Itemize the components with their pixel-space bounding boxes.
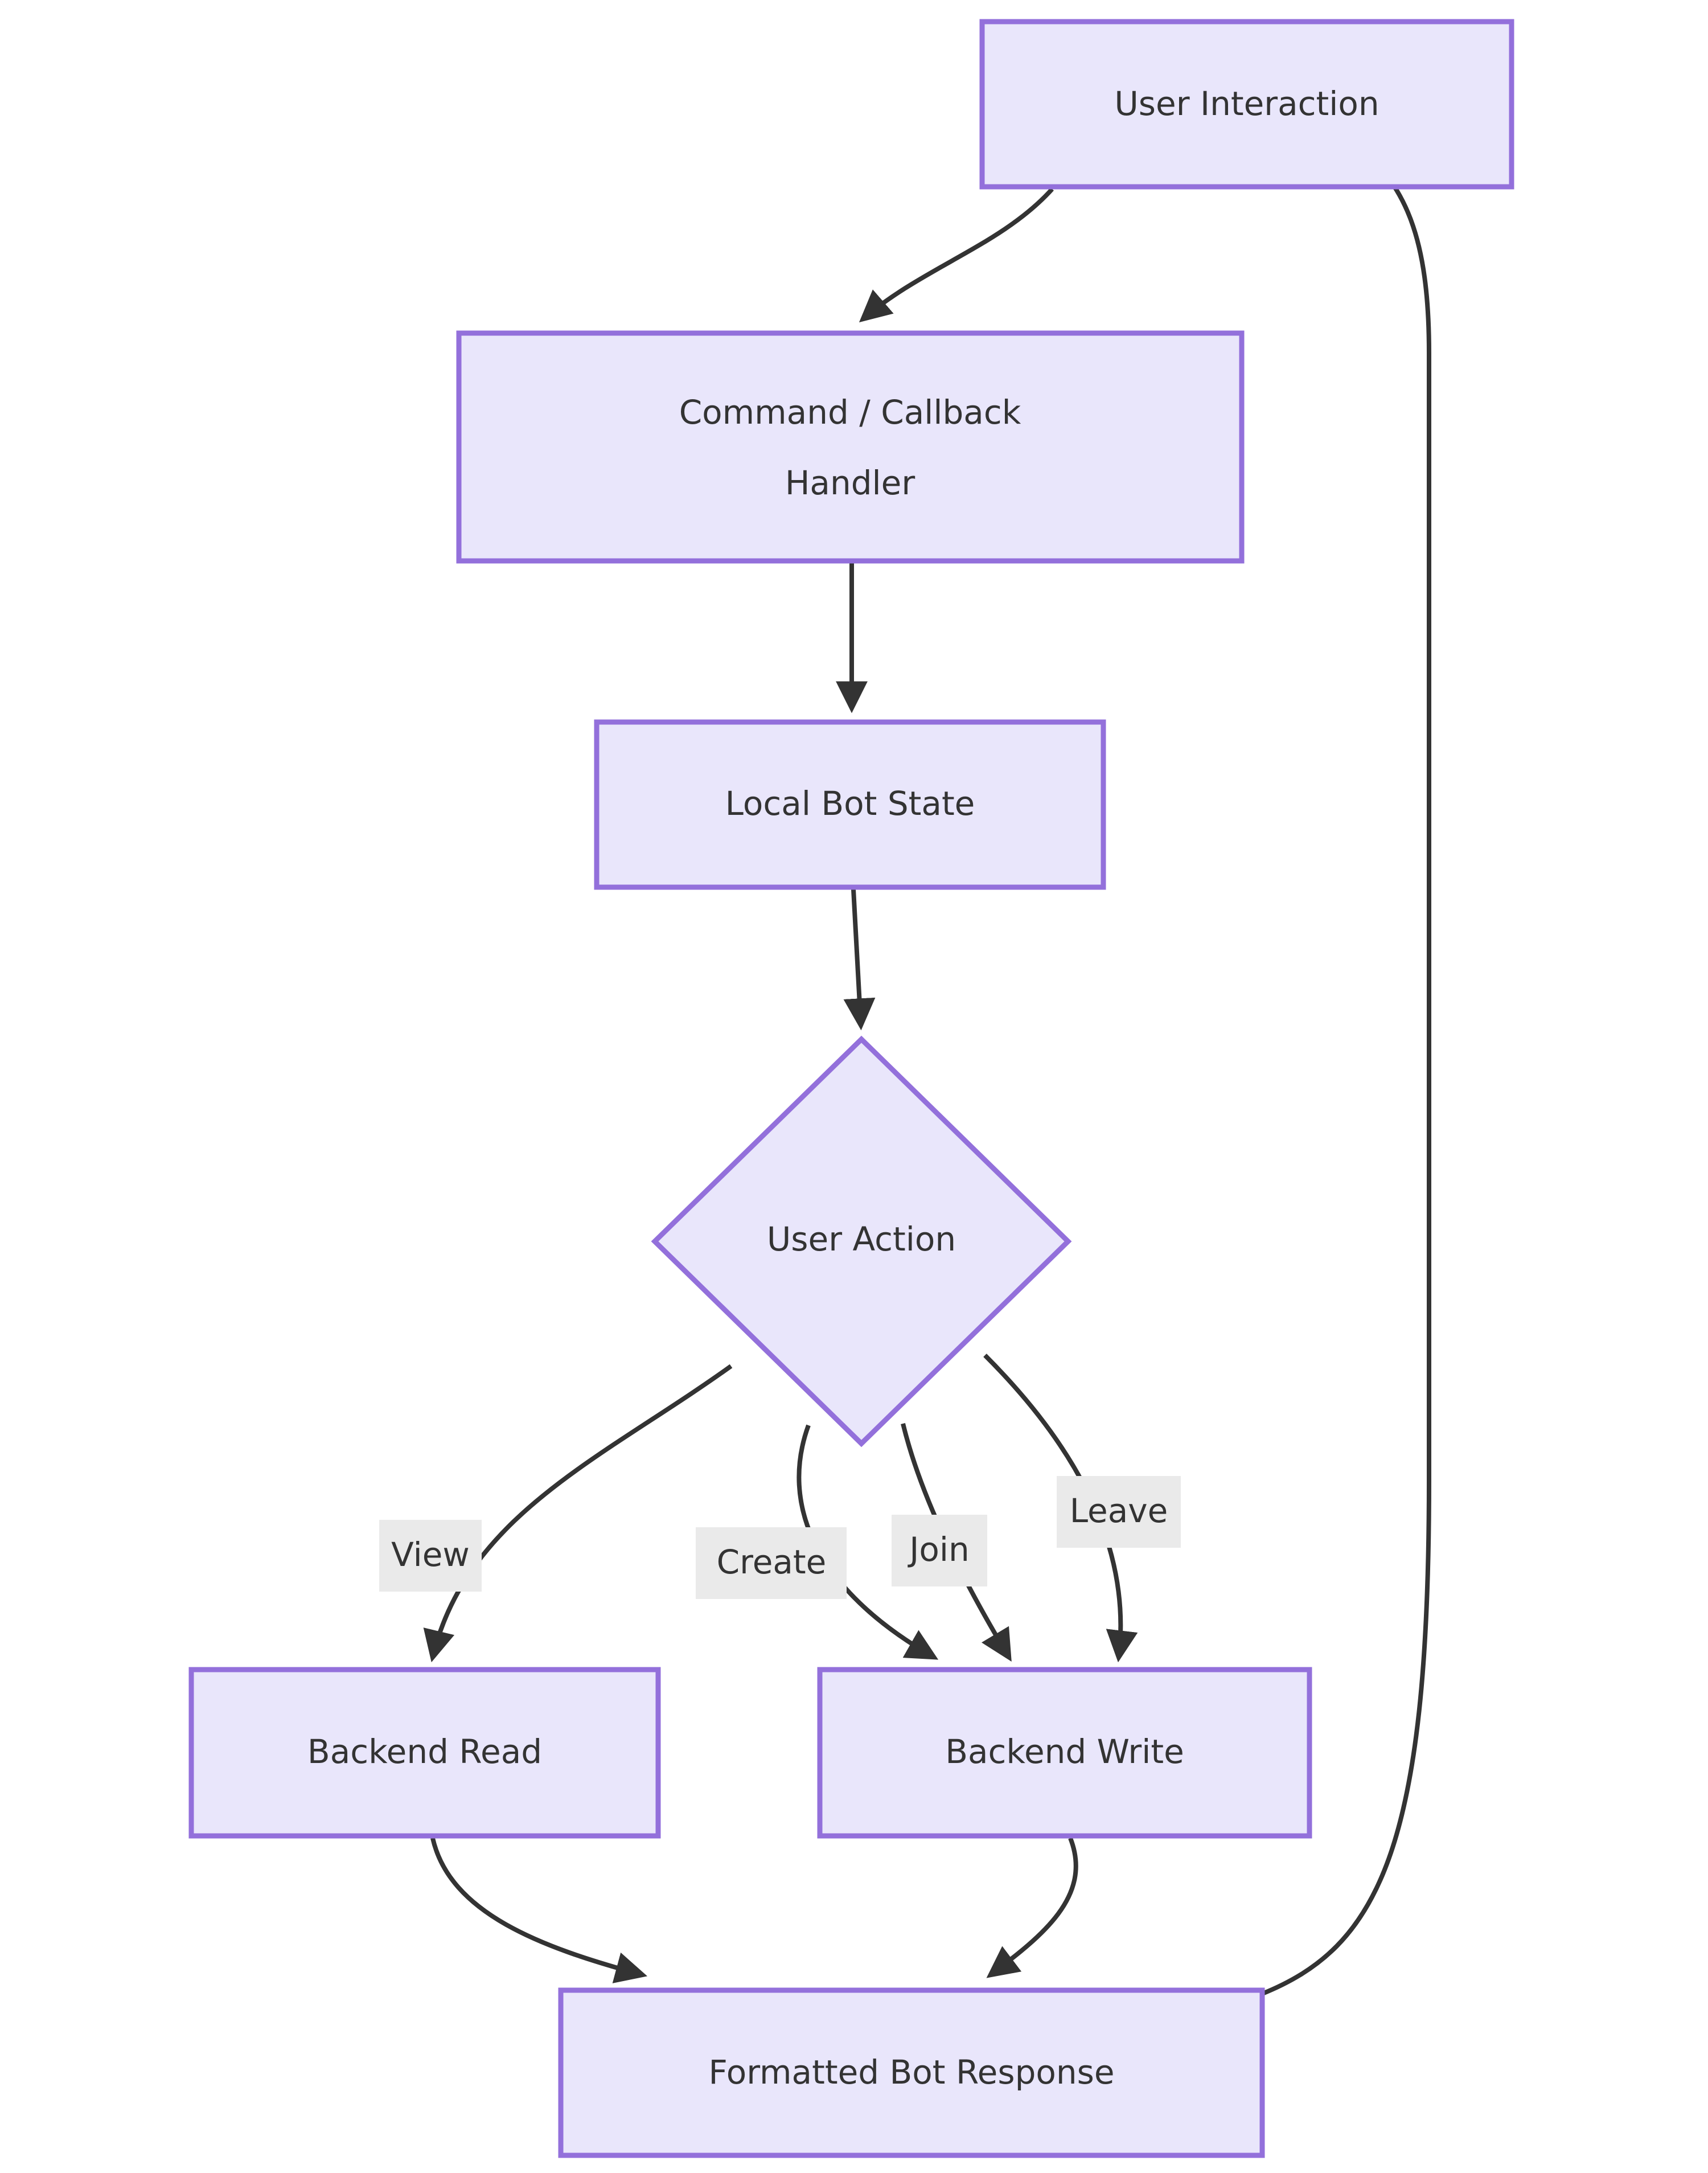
edge-label-join: Join [892, 1515, 987, 1586]
node-user-interaction[interactable]: User Interaction [979, 19, 1514, 190]
node-formatted-response-label: Formatted Bot Response [708, 2053, 1114, 2092]
node-backend-read-label: Backend Read [307, 1732, 542, 1771]
node-backend-write-label: Backend Write [945, 1732, 1184, 1771]
node-command-handler-label-line1: Command / Callback [679, 393, 1021, 432]
node-local-bot-state-label: Local Bot State [725, 784, 975, 823]
node-formatted-response[interactable]: Formatted Bot Response [558, 1987, 1265, 2158]
edge-label-view: View [379, 1520, 482, 1592]
node-backend-write[interactable]: Backend Write [817, 1667, 1312, 1839]
edge-backend-read-to-formatted-response [430, 1838, 648, 1983]
edge-formatted-response-to-user-interaction [1260, 139, 1431, 1996]
edge-label-leave-text: Leave [1070, 1491, 1168, 1530]
edge-label-view-text: View [391, 1535, 470, 1574]
edge-label-layer: View Create Join Leave [379, 1476, 1181, 1599]
edge-label-create-text: Create [717, 1543, 827, 1581]
edge-user-action-to-backend-read [423, 1364, 733, 1663]
edge-label-leave: Leave [1057, 1476, 1181, 1548]
edge-user-interaction-to-command-handler [859, 187, 1054, 323]
node-local-bot-state[interactable]: Local Bot State [594, 719, 1106, 890]
edge-label-create: Create [696, 1527, 847, 1599]
edge-label-join-text: Join [908, 1530, 969, 1569]
node-user-interaction-label: User Interaction [1114, 84, 1379, 123]
node-backend-read[interactable]: Backend Read [188, 1667, 661, 1839]
edge-backend-write-to-formatted-response [986, 1837, 1078, 1978]
node-user-action-label: User Action [767, 1220, 956, 1258]
node-command-handler[interactable]: Command / Callback Handler [456, 330, 1245, 564]
node-command-handler-label-line2: Handler [785, 464, 915, 502]
edge-local-bot-state-to-user-action [843, 889, 876, 1031]
node-layer: User Interaction Command / Callback Hand… [188, 19, 1514, 2158]
node-user-action[interactable]: User Action [651, 1035, 1072, 1448]
